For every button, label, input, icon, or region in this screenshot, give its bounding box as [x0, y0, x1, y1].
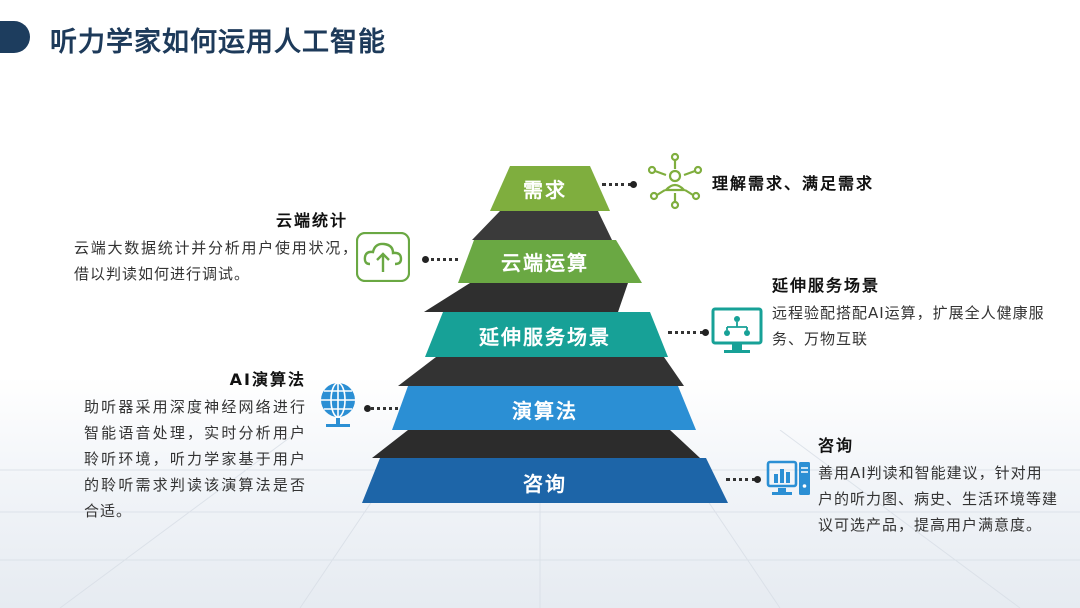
layer-cloud-label: 云端运算 [501, 251, 589, 275]
leader-consult-end [754, 476, 761, 483]
layer-demand [490, 166, 610, 211]
leader-algo [366, 407, 398, 410]
leader-cloud-end [422, 256, 429, 263]
connector-1 [472, 211, 612, 240]
connector-3 [398, 357, 684, 386]
annotation-cloud-head: 云端统计 [275, 211, 348, 230]
annotation-service: 延伸服务场景 远程验配搭配AI运算，扩展全人健康服务、万物互联 [772, 272, 1057, 352]
leader-demand-end [630, 181, 637, 188]
annotation-cloud: 云端统计 云端大数据统计并分析用户使用状况，借以判读如何进行调试。 [70, 207, 358, 287]
connector-2 [424, 283, 628, 312]
computer-chart-icon [766, 460, 810, 495]
layer-demand-label: 需求 [523, 178, 567, 202]
leader-consult [726, 478, 756, 481]
people-network-icon [647, 152, 703, 210]
layer-algo-label: 演算法 [512, 399, 578, 423]
leader-service [668, 331, 704, 334]
layer-consult [362, 458, 728, 503]
layer-algo [392, 386, 696, 430]
annotation-algo: AI演算法 助听器采用深度神经网络进行智能语音处理，实时分析用户聆听环境，听力学… [80, 366, 308, 524]
annotation-cloud-body: 云端大数据统计并分析用户使用状况，借以判读如何进行调试。 [74, 239, 358, 283]
annotation-consult: 咨询 善用AI判读和智能建议，针对用户的听力图、病史、生活环境等建议可选产品，提… [818, 432, 1058, 538]
leader-cloud [424, 258, 458, 261]
layer-service [425, 312, 668, 357]
annotation-consult-body: 善用AI判读和智能建议，针对用户的听力图、病史、生活环境等建议可选产品，提高用户… [818, 464, 1059, 534]
leader-demand [602, 183, 632, 186]
cloud-upload-icon [356, 232, 410, 282]
layer-consult-label: 咨询 [523, 472, 567, 496]
annotation-demand: 理解需求、满足需求 [712, 170, 874, 198]
layer-service-label: 延伸服务场景 [478, 325, 611, 349]
annotation-demand-head: 理解需求、满足需求 [712, 174, 875, 193]
annotation-service-body: 远程验配搭配AI运算，扩展全人健康服务、万物互联 [772, 304, 1045, 348]
annotation-algo-head: AI演算法 [229, 370, 306, 389]
annotation-service-head: 延伸服务场景 [772, 276, 881, 295]
title-accent-bar [0, 21, 30, 53]
leader-algo-end [364, 405, 371, 412]
annotation-consult-head: 咨询 [818, 436, 855, 455]
page-title: 听力学家如何运用人工智能 [50, 27, 386, 58]
layer-cloud [458, 240, 642, 283]
annotation-algo-body: 助听器采用深度神经网络进行智能语音处理，实时分析用户聆听环境，听力学家基于用户的… [84, 398, 306, 520]
leader-service-end [702, 329, 709, 336]
monitor-network-icon [711, 307, 763, 353]
connector-4 [372, 430, 700, 458]
globe-icon [321, 382, 355, 427]
